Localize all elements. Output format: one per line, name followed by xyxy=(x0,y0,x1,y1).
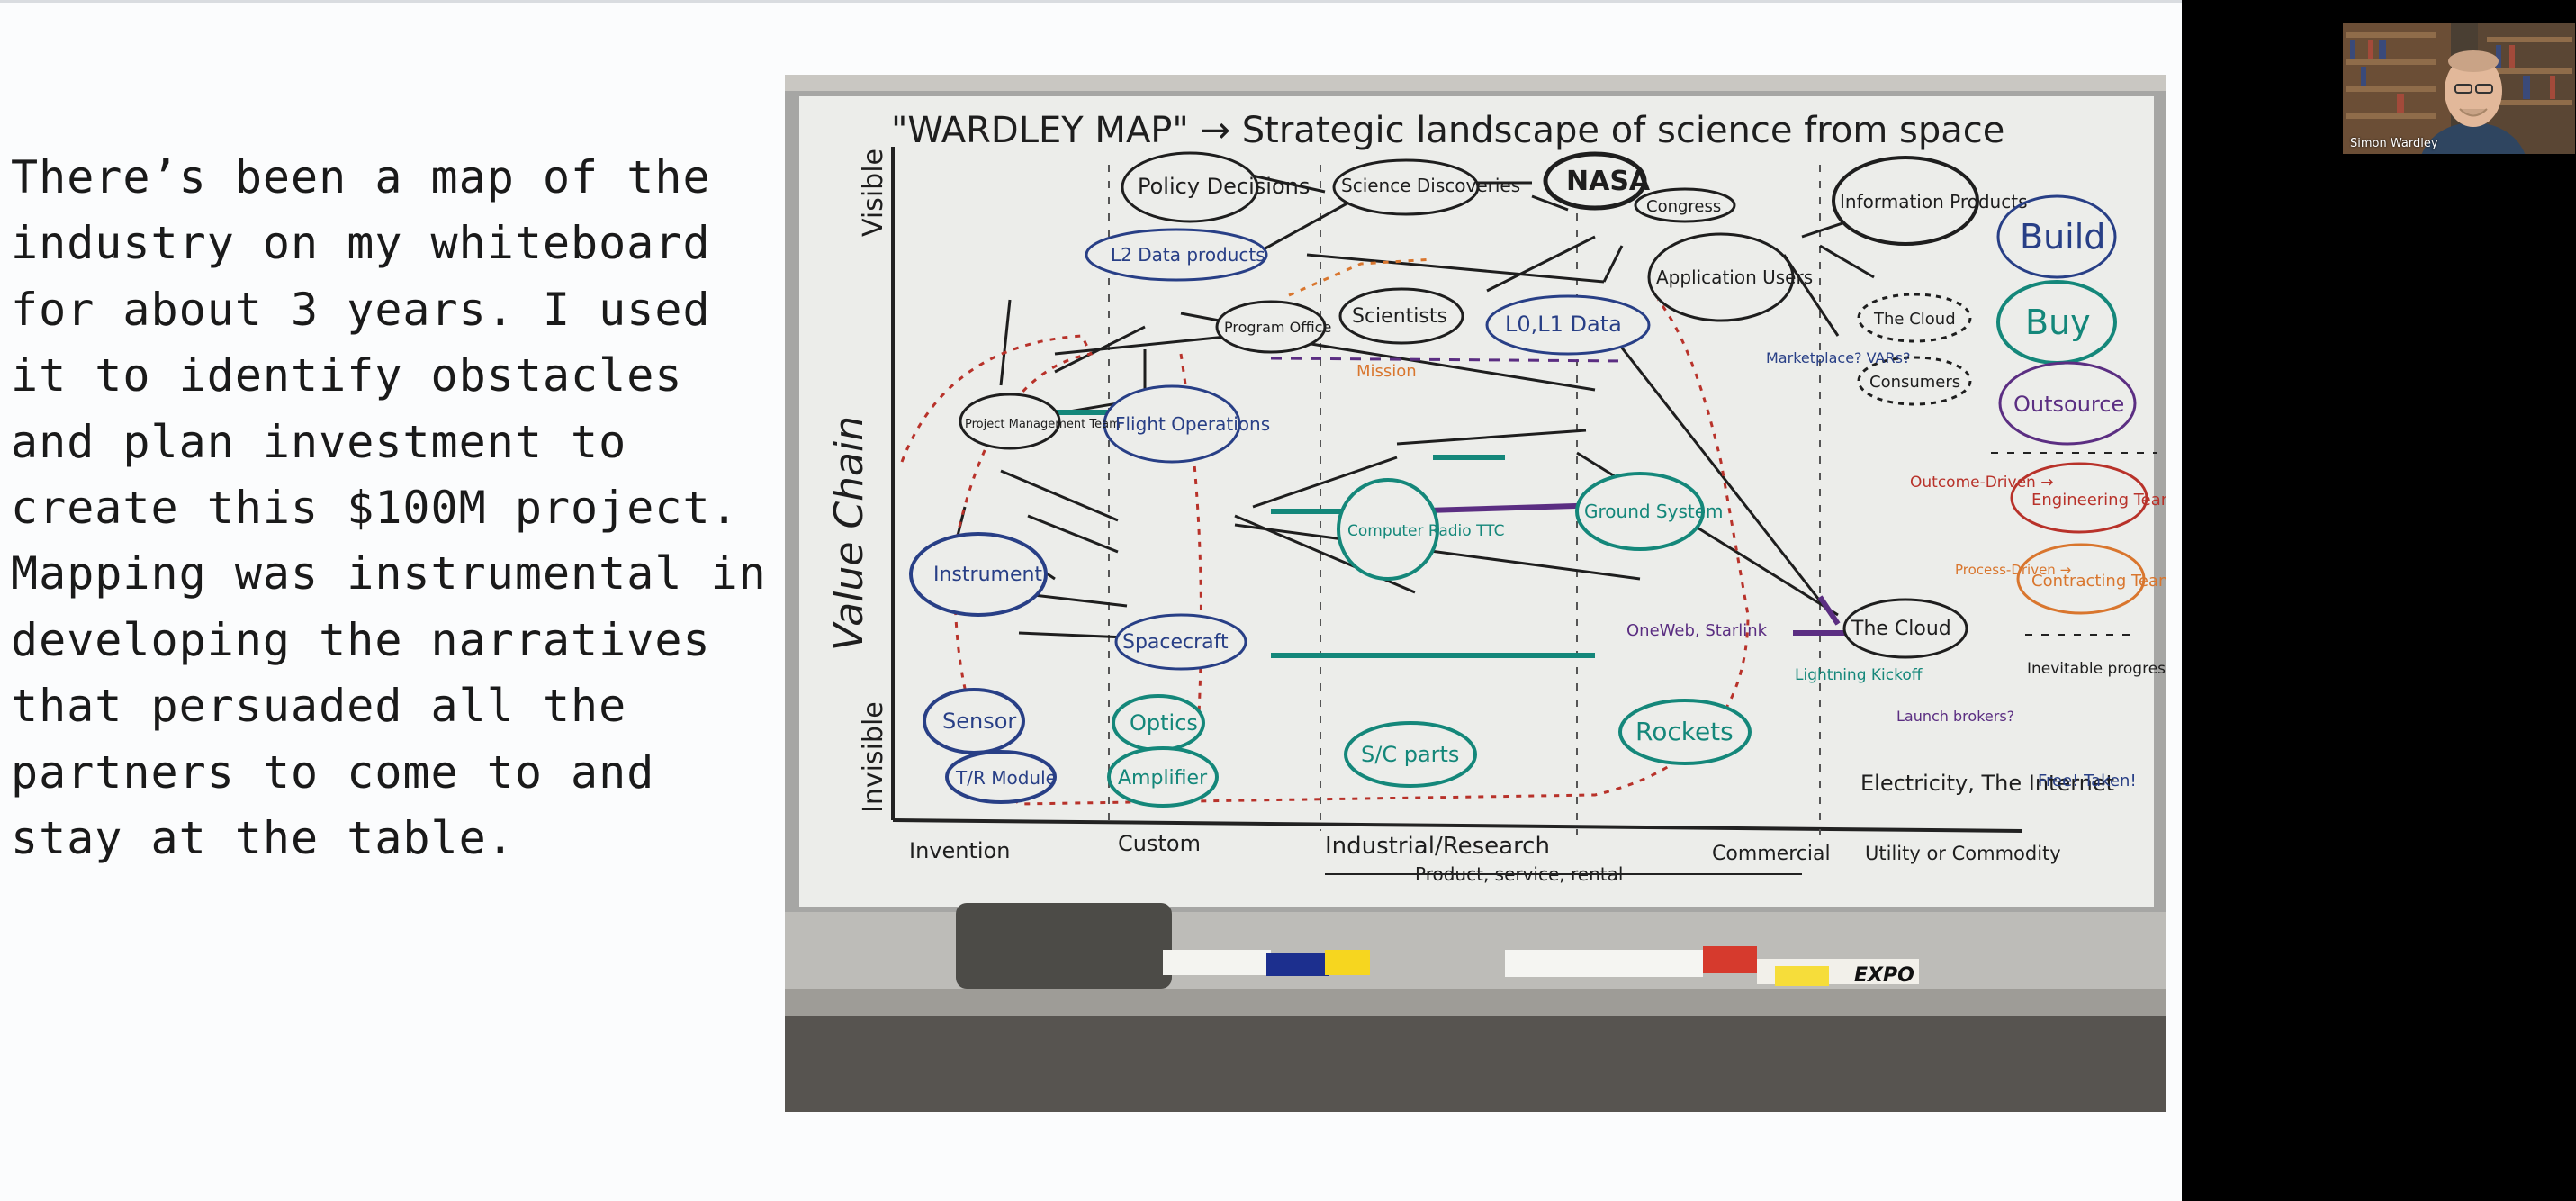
node-pm-team: Project Management Team xyxy=(965,418,1121,431)
participant-name: Simon Wardley xyxy=(2350,137,2438,150)
node-oneweb: OneWeb, Starlink xyxy=(1626,621,1768,640)
y-axis-top: Visible xyxy=(858,149,889,237)
node-instrument: Instrument xyxy=(933,564,1042,586)
presentation-slide: There’s been a map of the industry on my… xyxy=(0,0,2182,1201)
legend-inevitable: Inevitable progress? xyxy=(2027,660,2166,678)
x-axis-invention: Invention xyxy=(909,838,1010,863)
node-science: Science Discoveries xyxy=(1341,175,1520,196)
node-mission: Mission xyxy=(1356,362,1417,381)
node-sc-parts: S/C parts xyxy=(1361,742,1459,767)
eraser xyxy=(956,903,1172,989)
y-axis-bottom: Invisible xyxy=(858,701,889,813)
node-ground: Ground System xyxy=(1584,501,1724,522)
node-l2: L2 Data products xyxy=(1111,244,1265,266)
node-program-office: Program Office xyxy=(1224,319,1331,336)
slide-body-text: There’s been a map of the industry on my… xyxy=(11,151,767,865)
video-panel xyxy=(2182,0,2576,1201)
legend-engineering: Engineering Team xyxy=(2031,491,2166,510)
node-scientists: Scientists xyxy=(1352,305,1447,328)
participant-video xyxy=(2343,23,2575,154)
node-cloud: The Cloud xyxy=(1851,618,1951,640)
node-optics: Optics xyxy=(1130,710,1198,736)
node-congress: Congress xyxy=(1646,197,1721,216)
x-axis-custom: Custom xyxy=(1118,831,1201,856)
legend-outcome: Outcome-Driven → xyxy=(1910,474,2053,492)
whiteboard-photo: EXPO "WARDLEY MAP" → Strategic landscape… xyxy=(785,75,2166,1112)
legend-contracting: Contracting Team xyxy=(2031,572,2166,591)
node-cloud-top: The Cloud xyxy=(1873,310,1956,329)
legend-free: Free! Taken! xyxy=(2038,772,2137,790)
node-tr-module: T/R Module xyxy=(955,767,1057,789)
node-launch: Launch brokers? xyxy=(1896,708,2014,725)
node-marketplace: Marketplace? VARs? xyxy=(1766,349,1910,366)
x-axis-industrial: Industrial/Research xyxy=(1325,833,1550,860)
x-axis-utility: Utility or Commodity xyxy=(1865,843,2061,864)
legend-build: Build xyxy=(2020,217,2105,257)
node-electricity: Electricity, The Internet xyxy=(1860,771,2114,796)
node-l0l1: L0,L1 Data xyxy=(1505,312,1622,337)
legend-buy: Buy xyxy=(2025,303,2091,342)
y-axis-label: Value Chain xyxy=(826,416,872,651)
x-axis-commercial: Commercial xyxy=(1712,843,1831,865)
node-rockets: Rockets xyxy=(1635,717,1734,746)
legend-outsource: Outsource xyxy=(2013,392,2124,417)
whiteboard-drawing: EXPO "WARDLEY MAP" → Strategic landscape… xyxy=(785,75,2166,1112)
marker-brand: EXPO xyxy=(1854,964,1914,987)
node-policy: Policy Decisions xyxy=(1138,174,1310,199)
participant-video-tile[interactable]: Simon Wardley xyxy=(2343,23,2575,154)
node-sensor: Sensor xyxy=(942,709,1016,734)
node-flight-ops: Flight Operations xyxy=(1115,413,1270,435)
node-consumers: Consumers xyxy=(1869,373,1960,392)
legend-process: Process-Driven → xyxy=(1955,562,2071,578)
node-app-users: Application Users xyxy=(1656,266,1813,288)
node-spacecraft: Spacecraft xyxy=(1122,631,1229,654)
node-nasa: NASA xyxy=(1566,166,1651,197)
node-info-products: Information Products xyxy=(1840,191,2028,212)
whiteboard-title: "WARDLEY MAP" → Strategic landscape of s… xyxy=(891,110,2004,151)
node-lightning: Lightning Kickoff xyxy=(1795,666,1923,684)
node-amplifier: Amplifier xyxy=(1118,767,1208,790)
node-computer: Computer Radio TTC xyxy=(1347,522,1504,540)
